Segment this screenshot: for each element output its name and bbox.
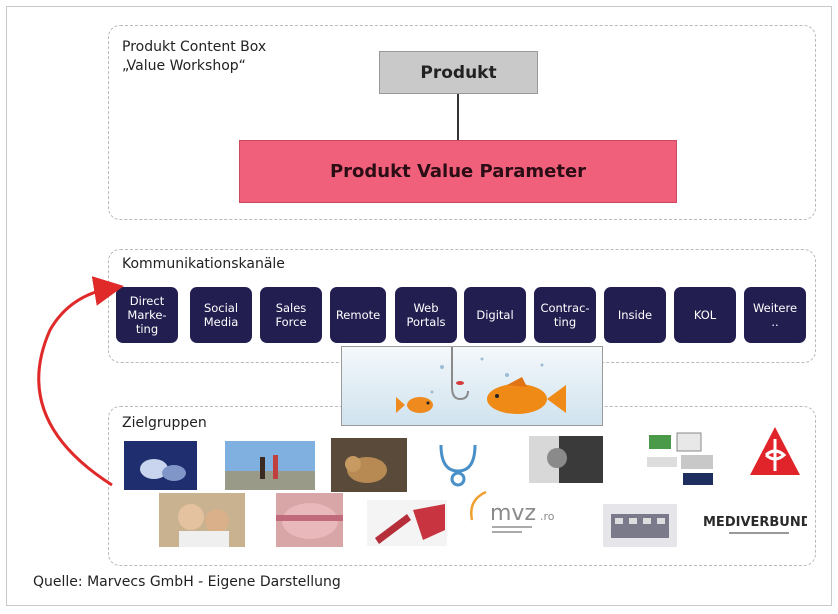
body-closeup-photo (276, 493, 343, 547)
channel-weitere: Weitere .. (744, 287, 806, 343)
fish-hook-photo (341, 346, 603, 426)
doctor-bw-photo (529, 436, 603, 483)
channel-digital: Digital (464, 287, 526, 343)
product-panel-subtitle: „Value Workshop“ (122, 58, 246, 74)
product-panel-title: Produkt Content Box (122, 39, 267, 55)
senior-couple-photo (159, 493, 245, 547)
channel-contracting: Contrac- ting (534, 287, 596, 343)
source-caption: Quelle: Marvecs GmbH - Eigene Darstellun… (33, 574, 341, 590)
mvz-logo: mvz .ro (466, 484, 586, 540)
mvz-logo-suffix: .ro (540, 510, 555, 523)
cat-with-person-photo (331, 438, 407, 492)
channel-web-portals: Web Portals (395, 287, 457, 343)
value-parameter-box: Produkt Value Parameter (239, 140, 677, 203)
channel-direct-marketing: Direct Marke- ting (116, 287, 178, 343)
channel-kol: KOL (674, 287, 736, 343)
syringe-medication-photo (367, 500, 447, 546)
mediverbund-logo: MEDIVERBUND (703, 510, 807, 540)
channel-remote: Remote (330, 287, 386, 343)
mvz-logo-text: mvz (490, 501, 536, 526)
organization-logos-collage (643, 431, 717, 487)
channels-panel-title: Kommunikationskanäle (122, 256, 285, 272)
connector-line (457, 94, 459, 140)
joggers-photo (225, 441, 315, 490)
target-groups-panel-title: Zielgruppen (122, 415, 207, 431)
feedback-arrow (37, 276, 124, 487)
channel-inside: Inside (604, 287, 666, 343)
product-box: Produkt (379, 51, 538, 94)
clinic-building-photo (603, 504, 677, 547)
couple-bed-photo (124, 441, 197, 490)
stethoscope-icon (433, 437, 483, 488)
pharmacy-apotheke-icon (748, 425, 802, 479)
channel-social-media: Social Media (190, 287, 252, 343)
mediverbund-logo-text: MEDIVERBUND (703, 515, 807, 530)
channel-sales-force: Sales Force (260, 287, 322, 343)
